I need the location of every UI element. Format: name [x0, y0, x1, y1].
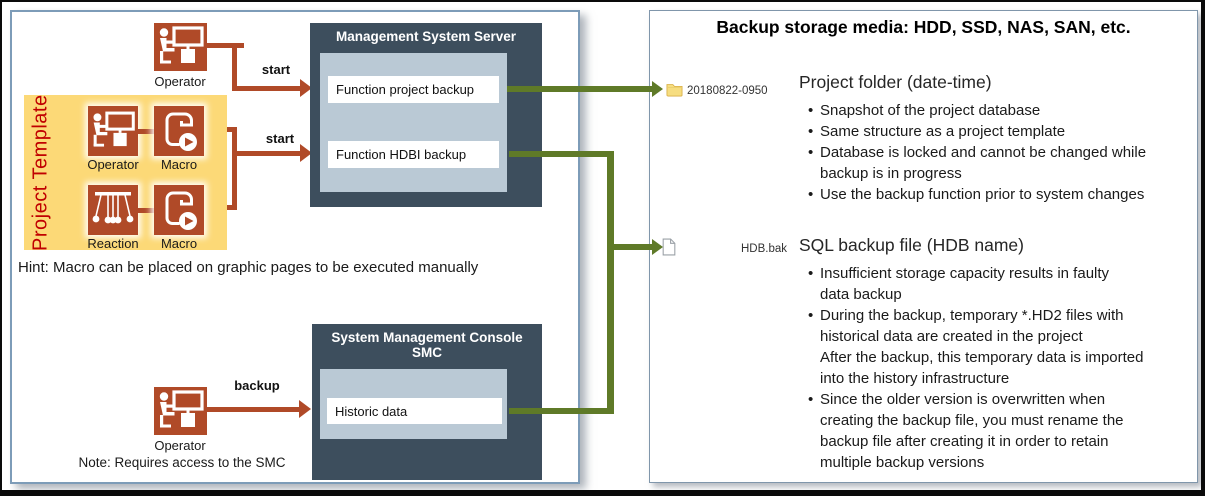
bullet-dot: •	[808, 123, 814, 140]
backup-storage-panel: Backup storage media: HDD, SSD, NAS, SAN…	[649, 10, 1198, 483]
start-arrow-2-shaft	[232, 151, 300, 156]
connector-reaction-macro	[138, 208, 154, 213]
olive-arrow-folder-head	[652, 81, 663, 97]
reaction-icon	[88, 185, 138, 235]
olive-connector-project-backup	[507, 86, 653, 92]
smc-box: System Management Console SMC Historic d…	[312, 324, 542, 480]
operator-template-label: Operator	[87, 157, 139, 172]
connector-operator-macro	[138, 129, 154, 134]
macro-bottom-label: Macro	[160, 236, 198, 251]
connector-operator-line	[207, 43, 244, 48]
connector-macro-elbow	[232, 127, 237, 210]
macro-icon	[154, 106, 204, 156]
operator-icon	[88, 106, 138, 156]
project-folder-heading: Project folder (date-time)	[799, 72, 992, 92]
operator-icon	[154, 23, 207, 71]
management-server-inner: Function project backup Function HDBI ba…	[320, 53, 507, 192]
backup-arrow-head	[299, 400, 311, 418]
smc-access-note: Note: Requires access to the SMC	[78, 455, 286, 470]
connector-operator-elbow	[232, 43, 237, 91]
hint-text: Hint: Macro can be placed on graphic pag…	[18, 259, 479, 276]
bullet-dot: •	[808, 186, 814, 203]
start-label-2: start	[265, 131, 295, 146]
bullet-dot: •	[808, 391, 814, 408]
sql-backup-heading: SQL backup file (HDB name)	[799, 235, 1024, 255]
bullet-text: During the backup, temporary *.HD2 files…	[820, 307, 1144, 387]
folder-name-label: 20180822-0950	[687, 85, 768, 97]
list-item: • Insufficient storage capacity results i…	[808, 263, 1201, 305]
smc-subtitle: SMC	[412, 345, 442, 360]
bullet-text: Same structure as a project template	[820, 123, 1066, 140]
olive-connector-hdbi	[509, 151, 614, 157]
management-server-box: Management System Server Function projec…	[310, 23, 542, 207]
operator-icon	[154, 387, 207, 435]
list-item: • Use the backup function prior to system…	[808, 184, 1201, 205]
project-folder-bullets: • Snapshot of the project database • Same …	[808, 100, 1201, 205]
start-arrow-1-shaft	[232, 86, 300, 91]
start-label-1: start	[261, 62, 291, 77]
olive-connector-historic	[509, 408, 614, 414]
function-hdbi-backup-box: Function HDBI backup	[328, 141, 499, 168]
folder-icon	[666, 82, 683, 97]
list-item: • During the backup, temporary *.HD2 file…	[808, 305, 1201, 389]
olive-connector-vertical	[607, 151, 614, 414]
backup-label: backup	[234, 378, 280, 393]
file-icon	[662, 238, 676, 256]
start-arrow-2-head	[300, 144, 312, 162]
bullet-dot: •	[808, 144, 814, 161]
bullet-text: Database is locked and cannot be changed…	[820, 144, 1147, 182]
bullet-text: Insufficient storage capacity results in…	[820, 265, 1110, 303]
bullet-text: Snapshot of the project database	[820, 102, 1041, 119]
bullet-text: Since the older version is overwritten w…	[820, 391, 1124, 471]
olive-connector-file-shaft	[614, 244, 653, 250]
smc-inner: Historic data	[320, 369, 507, 439]
backup-arrow-shaft	[207, 407, 299, 412]
bullet-text: Use the backup function prior to system …	[820, 186, 1145, 203]
sql-backup-bullets: • Insufficient storage capacity results i…	[808, 263, 1201, 473]
file-name-label: HDB.bak	[740, 243, 787, 255]
bullet-dot: •	[808, 102, 814, 119]
management-server-title: Management System Server	[335, 29, 517, 44]
operator-top-label: Operator	[154, 74, 206, 89]
list-item: • Same structure as a project template	[808, 121, 1201, 142]
olive-arrow-file-head	[652, 239, 663, 255]
list-item: • Database is locked and cannot be change…	[808, 142, 1201, 184]
list-item: • Snapshot of the project database	[808, 100, 1201, 121]
macro-top-label: Macro	[160, 157, 198, 172]
bullet-dot: •	[808, 265, 814, 282]
historic-data-box: Historic data	[327, 398, 502, 424]
project-template-title: Project Template	[29, 94, 52, 251]
macro-icon	[154, 185, 204, 235]
reaction-label: Reaction	[87, 236, 139, 251]
bullet-dot: •	[808, 307, 814, 324]
backup-storage-title: Backup storage media: HDD, SSD, NAS, SAN…	[716, 17, 1131, 37]
function-project-backup-box: Function project backup	[328, 76, 499, 103]
operator-bottom-label: Operator	[154, 438, 206, 453]
start-arrow-1-head	[300, 79, 312, 97]
list-item: • Since the older version is overwritten …	[808, 389, 1201, 473]
left-diagram-panel: Operator start start Project Template	[10, 10, 580, 484]
smc-title: System Management Console	[331, 330, 523, 345]
